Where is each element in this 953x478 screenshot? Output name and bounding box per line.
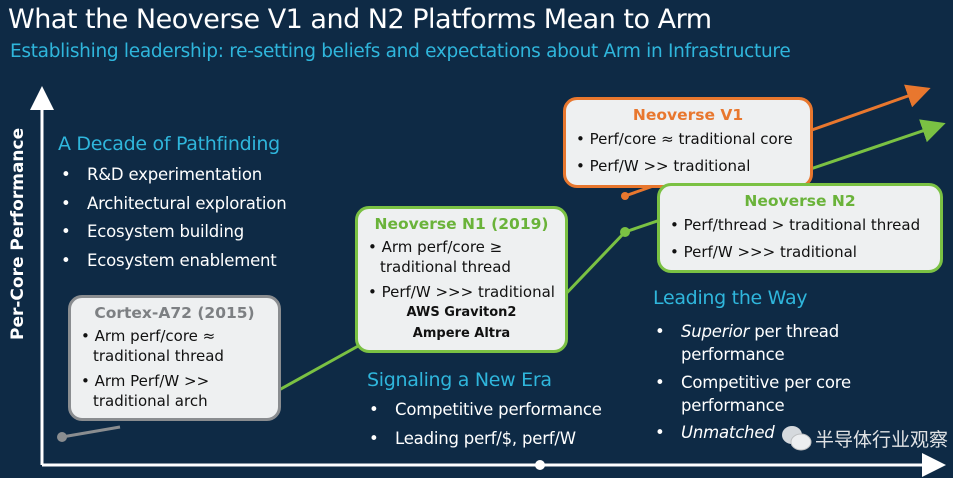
pathfinding-bullet: •Ecosystem building [61,222,244,241]
neoverse-v1-box: Neoverse V1 Perf/core ≈ traditional core… [563,97,813,188]
slide-title: What the Neoverse V1 and N2 Platforms Me… [8,4,712,35]
cortex-a72-box: Cortex-A72 (2015) Arm perf/core ≈ tradit… [68,295,281,421]
pathfinding-heading: A Decade of Pathfinding [58,133,280,155]
new-era-bullet: •Competitive performance [369,400,602,419]
box-bullet: Perf/W >>> traditional [670,241,930,263]
box-bullet: Perf/W >>> traditional [368,282,555,302]
pathfinding-bullet: •R&D experimentation [61,165,262,184]
new-era-bullet: •Leading perf/$, perf/W [369,429,576,448]
pathfinding-bullet: •Ecosystem enablement [61,251,277,270]
leading-heading: Leading the Way [653,287,808,309]
neoverse-n1-box: Neoverse N1 (2019) Arm perf/core ≥ tradi… [355,206,568,353]
box-title: Neoverse N1 (2019) [374,215,549,233]
product-label: Ampere Altra [412,326,511,341]
box-bullet: Perf/core ≈ traditional core [576,128,800,150]
box-bullet: Perf/W >> traditional [576,155,800,177]
gray-trend-line [61,425,121,439]
box-title: Neoverse N2 [744,192,856,210]
pathfinding-bullet: •Architectural exploration [61,194,287,213]
box-title: Cortex-A72 (2015) [94,304,255,322]
box-bullet: Arm perf/core ≥ traditional thread [368,237,555,277]
neoverse-n2-box: Neoverse N2 Perf/thread > traditional th… [657,183,943,273]
cortex-marker [57,432,67,442]
wechat-icon [782,426,812,451]
box-bullet: Perf/thread > traditional thread [670,214,930,236]
product-label: AWS Graviton2 [406,305,517,320]
x-axis-marker [535,460,545,470]
v1-marker [621,192,629,200]
new-era-heading: Signaling a New Era [367,369,552,391]
box-bullet: Arm perf/core ≈ traditional thread [81,326,268,366]
watermark-text: 半导体行业观察 [815,428,949,451]
box-title: Neoverse V1 [632,106,744,124]
slide-subtitle: Establishing leadership: re-setting beli… [10,41,791,62]
watermark: 半导体行业观察 [780,424,948,452]
y-axis-label: Per-Core Performance [8,127,28,340]
n1-marker [620,227,630,237]
box-bullet: Arm Perf/W >> traditional arch [81,371,268,411]
leading-bullet: •Unmatched [655,423,775,442]
